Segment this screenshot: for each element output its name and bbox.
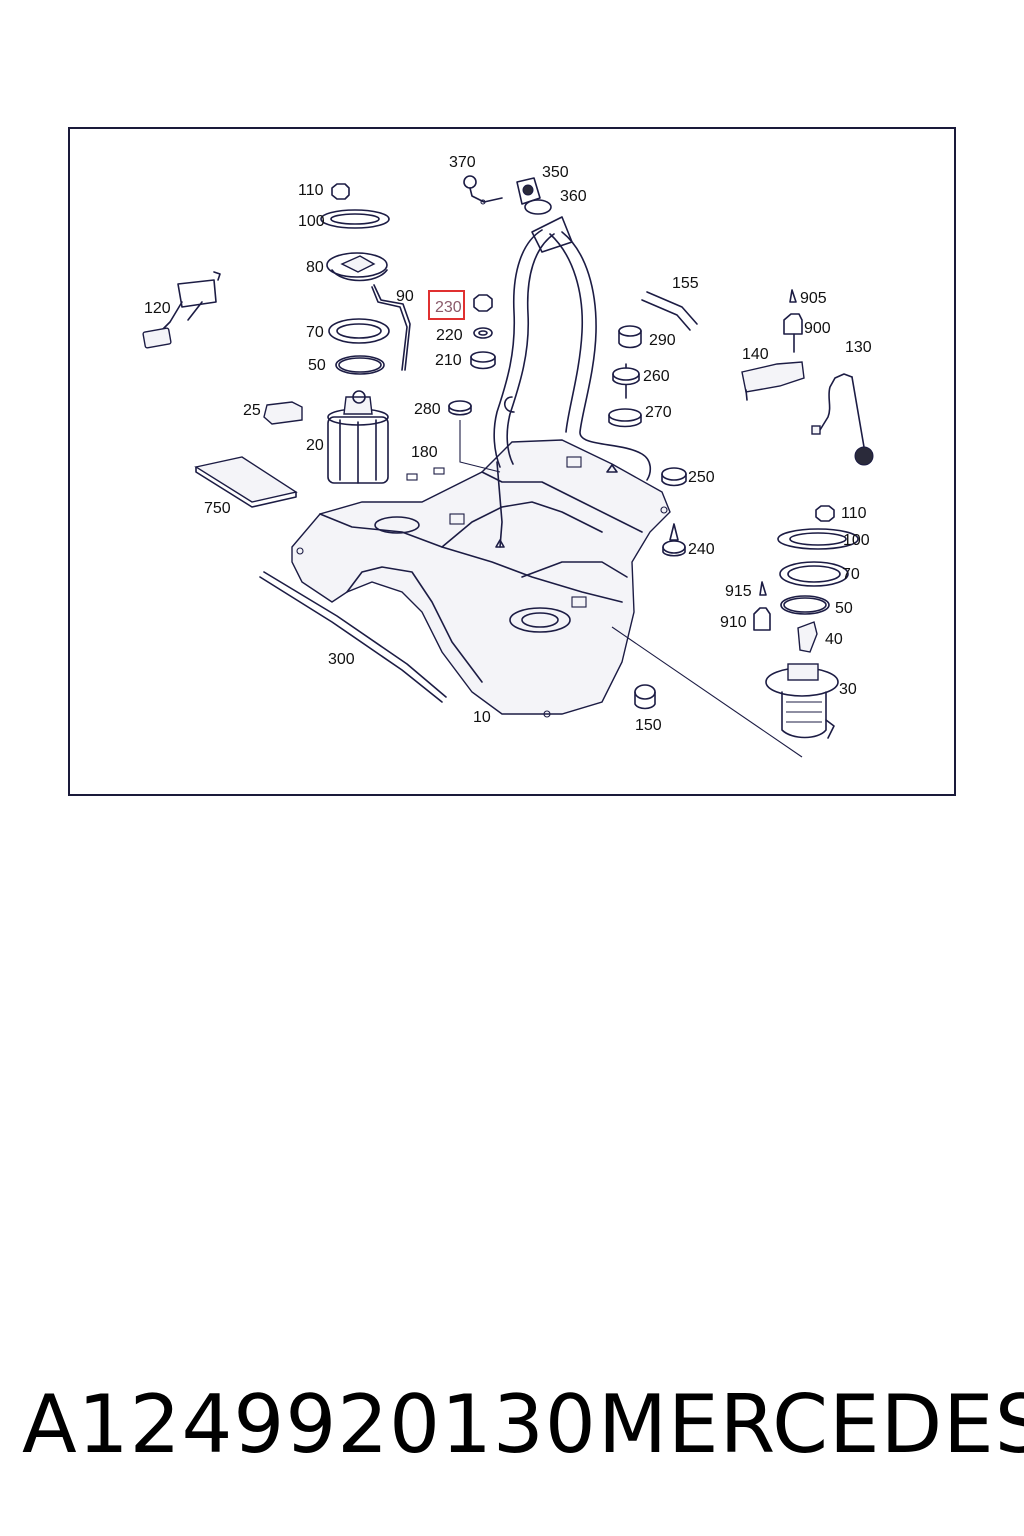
callout-290[interactable]: 290 xyxy=(649,332,676,349)
brand-name: MERCEDES xyxy=(598,1378,1024,1471)
callout-155[interactable]: 155 xyxy=(672,275,699,292)
callout-10[interactable]: 10 xyxy=(473,709,491,726)
callout-910[interactable]: 910 xyxy=(720,614,747,631)
caption-bar: A1249920130 MERCEDES xyxy=(0,1370,1024,1480)
callout-110-left[interactable]: 110 xyxy=(298,182,324,199)
callout-180[interactable]: 180 xyxy=(411,444,438,461)
callout-220[interactable]: 220 xyxy=(436,327,463,344)
callout-140[interactable]: 140 xyxy=(742,346,769,363)
fuel-tank-exploded-diagram: 370 350 360 110 100 80 90 120 70 50 230 … xyxy=(142,154,874,758)
callout-280[interactable]: 280 xyxy=(414,401,441,418)
parts-diagram-frame: 370 350 360 110 100 80 90 120 70 50 230 … xyxy=(68,127,956,796)
callout-905[interactable]: 905 xyxy=(800,290,827,307)
center-parts-drawing xyxy=(448,294,496,416)
callout-240[interactable]: 240 xyxy=(688,541,715,558)
callout-270[interactable]: 270 xyxy=(645,404,672,421)
callout-80[interactable]: 80 xyxy=(306,259,324,276)
left-parts-drawing xyxy=(142,183,447,703)
callout-20[interactable]: 20 xyxy=(306,437,324,454)
callout-120[interactable]: 120 xyxy=(144,300,171,317)
callout-50-right[interactable]: 50 xyxy=(835,600,853,617)
callout-25[interactable]: 25 xyxy=(243,402,261,419)
callout-70-right[interactable]: 70 xyxy=(842,566,860,583)
callout-90[interactable]: 90 xyxy=(396,288,414,305)
callout-370[interactable]: 370 xyxy=(449,154,476,171)
callout-40[interactable]: 40 xyxy=(825,631,843,648)
callout-110-right[interactable]: 110 xyxy=(841,505,867,522)
highlight-box-230 xyxy=(428,290,465,320)
callout-70-left[interactable]: 70 xyxy=(306,324,324,341)
right-parts-drawing xyxy=(608,289,874,739)
callout-750[interactable]: 750 xyxy=(204,500,231,517)
callout-30[interactable]: 30 xyxy=(839,681,857,698)
filler-neck-drawing xyxy=(463,175,698,481)
callout-250[interactable]: 250 xyxy=(688,469,715,486)
callout-260[interactable]: 260 xyxy=(643,368,670,385)
callout-915[interactable]: 915 xyxy=(725,583,752,600)
callout-350[interactable]: 350 xyxy=(542,164,569,181)
callout-900[interactable]: 900 xyxy=(804,320,831,337)
callout-210[interactable]: 210 xyxy=(435,352,462,369)
callout-360[interactable]: 360 xyxy=(560,188,587,205)
part-number: A1249920130 xyxy=(22,1378,597,1471)
fuel-tank-drawing xyxy=(291,420,803,758)
callout-300[interactable]: 300 xyxy=(328,651,355,668)
callout-100-right[interactable]: 100 xyxy=(843,532,870,549)
callout-50-left[interactable]: 50 xyxy=(308,357,326,374)
callout-230[interactable]: 230 xyxy=(435,299,462,316)
callout-150[interactable]: 150 xyxy=(635,717,662,734)
callout-100-left[interactable]: 100 xyxy=(298,213,325,230)
callout-labels: 370 350 360 110 100 80 90 120 70 50 230 … xyxy=(144,154,872,734)
callout-130[interactable]: 130 xyxy=(845,339,872,356)
